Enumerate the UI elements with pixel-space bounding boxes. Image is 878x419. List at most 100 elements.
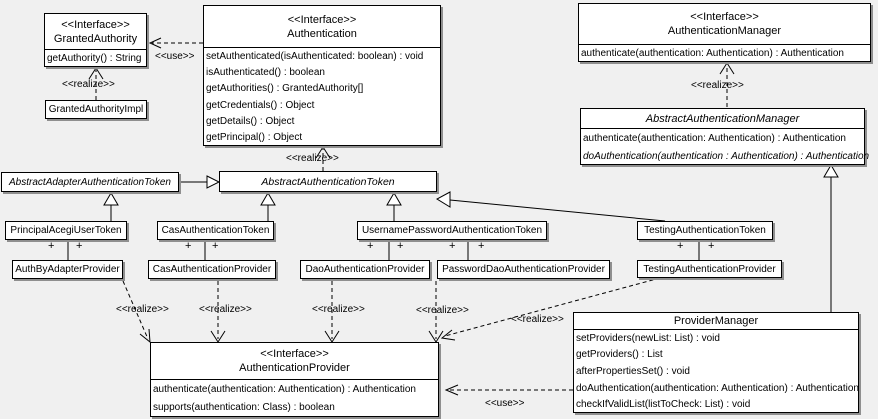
association-plus-label: + xyxy=(367,240,374,252)
method: authenticate(authentication: Authenticat… xyxy=(583,132,846,144)
method: getAuthority() : String xyxy=(47,53,142,64)
method: afterPropertiesSet() : void xyxy=(576,365,690,377)
class-header: <<Interface>> Authentication xyxy=(204,6,440,47)
method: getProviders() : List xyxy=(576,349,663,361)
method: getPrincipal() : Object xyxy=(206,132,303,144)
method: getCredentials() : Object xyxy=(206,99,315,111)
association-plus-label: + xyxy=(478,240,485,252)
method: checkIfValidList(listToCheck: List) : vo… xyxy=(576,399,751,411)
methods-compartment: authenticate(authentication: Authenticat… xyxy=(581,128,870,165)
class-header: ProviderManager xyxy=(574,313,858,329)
realize-label: <<realize>> xyxy=(62,79,115,90)
arrowhead-up-icon xyxy=(719,62,735,75)
class-authentication-provider[interactable]: <<Interface>> AuthenticationProvider aut… xyxy=(150,342,439,417)
class-name: Authentication xyxy=(287,27,357,40)
arrowhead-down-left-icon xyxy=(440,329,456,341)
methods-compartment: authenticate(authentication: Authenticat… xyxy=(579,44,870,62)
method: getAuthorities() : GrantedAuthority[] xyxy=(206,83,364,95)
arrowhead-up-icon xyxy=(315,146,331,159)
methods-compartment: setProviders(newList: List) : void getPr… xyxy=(574,329,859,413)
realize-label: <<realize>> xyxy=(691,80,744,91)
realize-label: <<realize>> xyxy=(312,304,365,315)
arrowhead-down-icon xyxy=(139,328,151,344)
triangle-up-icon xyxy=(103,192,119,206)
class-header: AbstractAuthenticationManager xyxy=(581,109,864,128)
realize-label: <<realize>> xyxy=(416,305,469,316)
class-authentication[interactable]: <<Interface>> Authentication setAuthenti… xyxy=(203,5,441,146)
class-name: GrantedAuthority xyxy=(53,32,138,45)
association-plus-label: + xyxy=(708,240,715,252)
class-name: AuthenticationManager xyxy=(667,25,782,37)
class-principal-acegi-user-token[interactable]: PrincipalAcegiUserToken xyxy=(5,221,127,240)
triangle-up-icon xyxy=(386,192,402,206)
realize-label: <<realize>> xyxy=(199,304,252,315)
class-abstract-adapter-authentication-token[interactable]: AbstractAdapterAuthenticationToken xyxy=(1,172,179,192)
class-cas-authentication-provider[interactable]: CasAuthenticationProvider xyxy=(148,260,276,279)
arrowhead-up-icon xyxy=(88,67,104,80)
method: isAuthenticated() : boolean xyxy=(206,66,325,78)
class-name: CasAuthenticationProvider xyxy=(152,264,272,275)
class-testing-authentication-provider[interactable]: TestingAuthenticationProvider xyxy=(637,260,782,278)
class-header: <<Interface>> GrantedAuthority xyxy=(45,14,146,49)
arrowhead-left-icon xyxy=(148,37,162,49)
class-name: AbstractAdapterAuthenticationToken xyxy=(9,176,171,188)
use-label: <<use>> xyxy=(155,51,195,62)
method: doAuthentication(authentication : Authen… xyxy=(583,150,870,162)
methods-compartment: authenticate(authentication: Authenticat… xyxy=(151,379,438,417)
class-name: UsernamePasswordAuthenticationToken xyxy=(361,225,543,236)
methods-compartment: setAuthenticated(isAuthenticated: boolea… xyxy=(204,47,440,146)
class-provider-manager[interactable]: ProviderManager setProviders(newList: Li… xyxy=(573,312,859,413)
class-name: GrantedAuthorityImpl xyxy=(48,104,144,115)
generalization-lines xyxy=(67,177,832,312)
class-name: DaoAuthenticationProvider xyxy=(305,264,425,275)
class-header: <<Interface>> AuthenticationManager xyxy=(579,4,870,44)
method: authenticate(authentication: Authenticat… xyxy=(153,383,416,395)
association-plus-label: + xyxy=(397,240,404,252)
realize-authbyadapter-line xyxy=(122,280,149,340)
method: authenticate(authentication: Authenticat… xyxy=(581,48,844,59)
stereotype-label: <<Interface>> xyxy=(690,11,759,23)
class-testing-authentication-token[interactable]: TestingAuthenticationToken xyxy=(637,221,773,240)
class-username-password-authentication-token[interactable]: UsernamePasswordAuthenticationToken xyxy=(357,221,547,240)
association-plus-label: + xyxy=(76,240,83,252)
class-auth-by-adapter-provider[interactable]: AuthByAdapterProvider xyxy=(12,260,123,279)
realize-label: <<realize>> xyxy=(511,314,564,325)
use-label: <<use>> xyxy=(485,398,525,409)
method: setProviders(newList: List) : void xyxy=(576,332,720,344)
class-dao-authentication-provider[interactable]: DaoAuthenticationProvider xyxy=(300,260,430,279)
class-granted-authority[interactable]: <<Interface>> GrantedAuthority getAuthor… xyxy=(44,13,147,67)
realize-testingprovider-line xyxy=(444,277,661,337)
class-name: AuthByAdapterProvider xyxy=(15,264,120,275)
realize-label: <<realize>> xyxy=(286,153,339,164)
class-name: TestingAuthenticationProvider xyxy=(643,263,776,275)
method: supports(authentication: Class) : boolea… xyxy=(153,402,335,414)
class-cas-authentication-token[interactable]: CasAuthenticationToken xyxy=(157,221,274,240)
class-granted-authority-impl[interactable]: GrantedAuthorityImpl xyxy=(45,100,147,119)
generalization-testing-token-line xyxy=(449,199,666,222)
class-abstract-authentication-token[interactable]: AbstractAuthenticationToken xyxy=(219,171,437,192)
stereotype-label: <<Interface>> xyxy=(61,18,130,31)
method: doAuthentication(authentication: Authent… xyxy=(576,382,859,394)
stereotype-label: <<Interface>> xyxy=(260,348,329,360)
triangle-up-icon xyxy=(823,164,839,178)
class-authentication-manager[interactable]: <<Interface>> AuthenticationManager auth… xyxy=(578,3,871,62)
methods-compartment: getAuthority() : String xyxy=(45,49,146,67)
class-password-dao-authentication-provider[interactable]: PasswordDaoAuthenticationProvider xyxy=(437,260,610,279)
hollow-triangles xyxy=(103,164,839,208)
triangle-right-icon xyxy=(206,175,221,189)
class-name: AbstractAuthenticationToken xyxy=(261,175,395,188)
arrowhead-left-icon xyxy=(444,384,459,396)
class-abstract-authentication-manager[interactable]: AbstractAuthenticationManager authentica… xyxy=(580,108,870,165)
class-name: AbstractAuthenticationManager xyxy=(645,112,800,125)
dashed-dependency-lines xyxy=(95,42,728,391)
association-plus-label: + xyxy=(677,240,684,252)
class-name: CasAuthenticationToken xyxy=(161,225,270,236)
triangle-up-icon xyxy=(260,192,276,206)
class-name: PrincipalAcegiUserToken xyxy=(10,225,122,236)
class-name: ProviderManager xyxy=(673,315,759,327)
open-arrowheads xyxy=(88,37,735,396)
stereotype-label: <<Interface>> xyxy=(287,13,357,26)
class-name: PasswordDaoAuthenticationProvider xyxy=(442,264,605,275)
